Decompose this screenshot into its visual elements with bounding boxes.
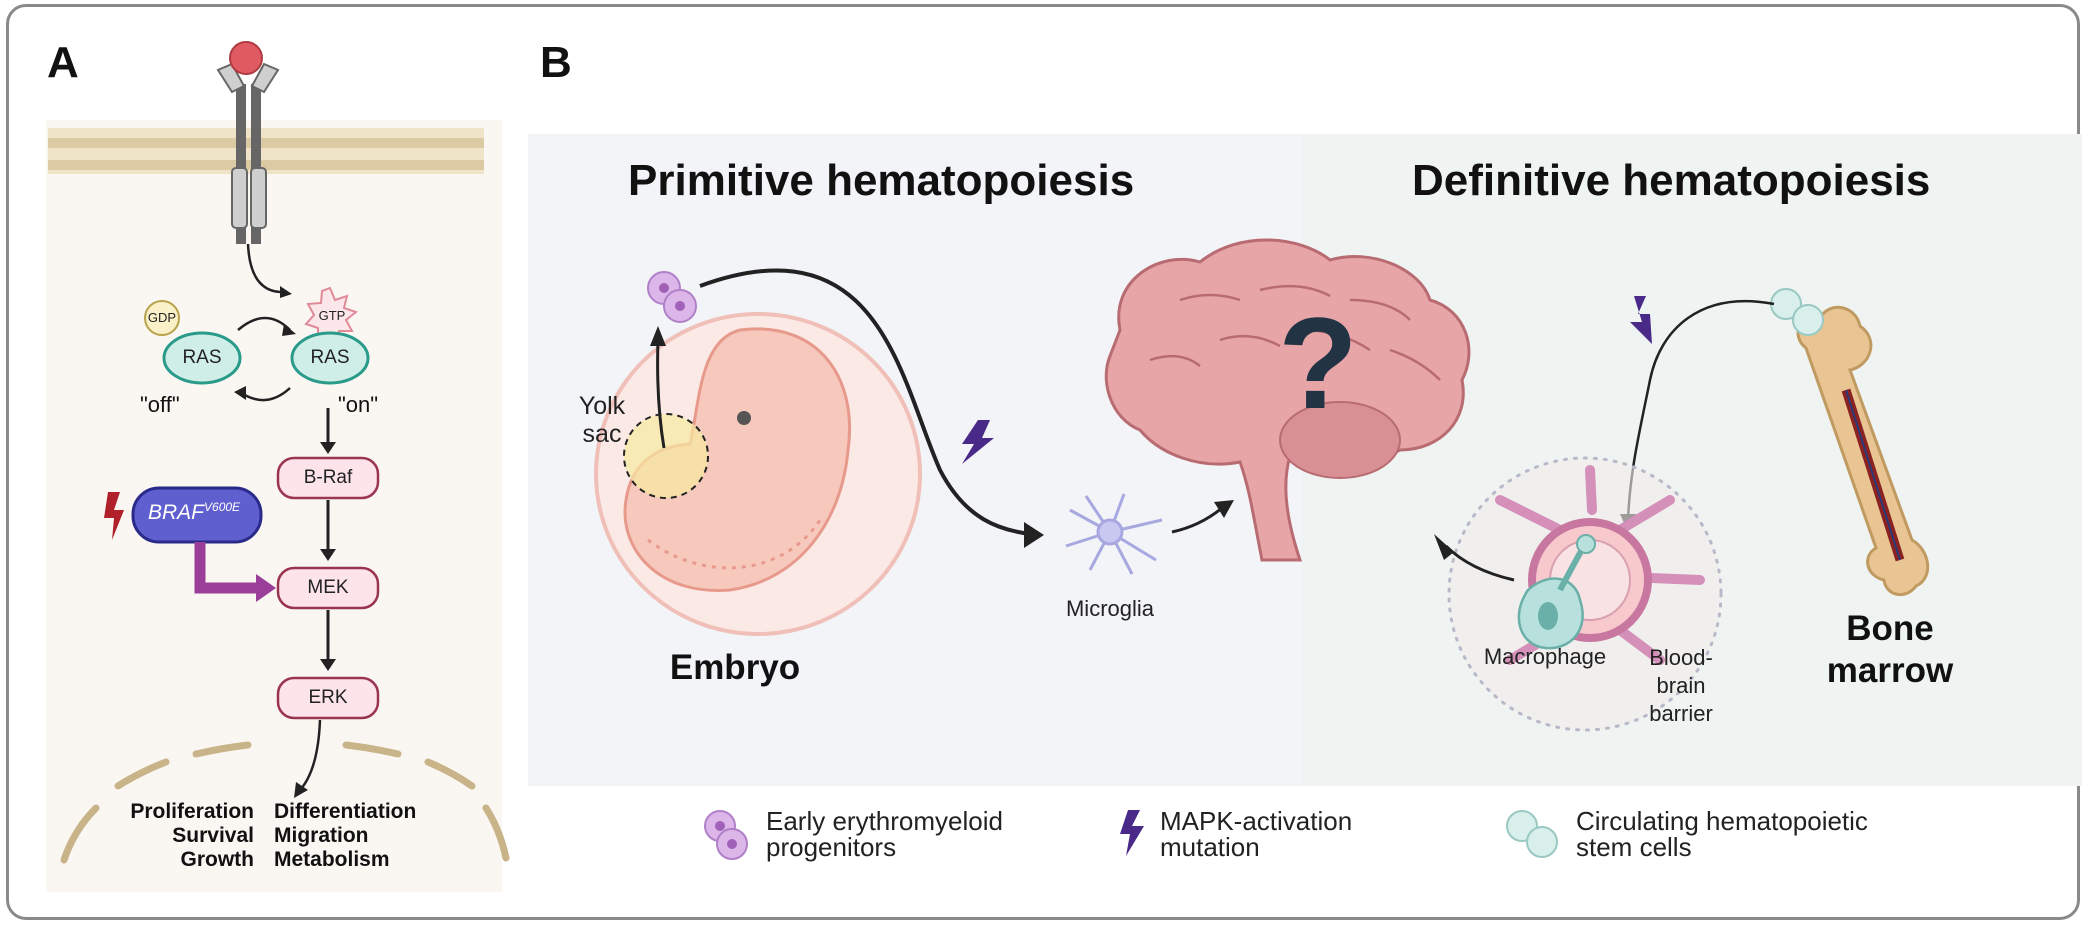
bbb-label-line-2: brain [1656,673,1706,698]
bbb-label-line-3: barrier [1649,701,1713,726]
braf-v600e-main: BRAF [148,501,205,524]
outcome-proliferation: Proliferation [130,800,254,823]
panel-a-letter: A [47,38,79,87]
lightning-bolt-icon [962,420,994,464]
mek-label: MEK [307,577,349,598]
outcome-migration: Migration [274,824,369,847]
legend-item-mapk: MAPK-activation mutation [1160,808,1352,860]
mek-node [276,566,380,610]
legend-hsc-line-2: stem cells [1576,832,1692,862]
braf-v600e-mek-arrow [194,542,258,594]
off-label: "off" [140,392,180,417]
microglia-to-brain-arrow [1171,506,1223,534]
braf-label: B-Raf [303,467,353,488]
outcome-survival: Survival [172,824,254,847]
embryo-label: Embryo [669,648,801,687]
yolk-sac-label-line-2: sac [582,420,622,448]
erk-nucleus-arrow [299,719,322,791]
lightning-bolt-icon [104,492,124,540]
erythromyeloid-progenitor-cell [647,271,697,323]
braf-v600e-label: BRAFV600E [148,500,240,525]
yolk-sac-icon [623,413,709,499]
gdp-label: GDP [147,310,177,325]
cell-membrane [48,128,484,174]
outcomes-left: Proliferation Survival Growth [100,800,254,872]
yolk-sac-label: Yolk sac [562,392,642,448]
erk-label: ERK [308,687,348,708]
outcome-growth: Growth [180,848,255,871]
ras-on-label: RAS [310,347,350,368]
legend-mapk-line-1: MAPK-activation [1160,806,1353,836]
question-mark: ? [1278,290,1357,436]
bone-marrow-label-line-2: marrow [1826,651,1954,690]
erythromyeloid-progenitor-icon [704,810,748,860]
bbb-label: Blood- brain barrier [1636,644,1726,728]
legend-hsc-line-1: Circulating hematopoietic [1576,806,1868,836]
outcome-differentiation: Differentiation [274,800,417,823]
receptor-signal-arrow [246,243,281,294]
outcome-metabolism: Metabolism [274,848,390,871]
legend-emp-line-2: progenitors [766,832,897,862]
legend-emp-line-1: Early erythromyeloid [766,806,1003,836]
bbb-label-line-1: Blood- [1649,645,1713,670]
primitive-hematopoiesis-title: Primitive hematopoiesis [628,156,1135,205]
emp-to-microglia-arrow [699,268,1031,536]
yolk-sac-label-line-1: Yolk [578,392,626,420]
braf-node [276,456,380,500]
macrophage-icon [1517,534,1596,650]
braf-v600e-superscript: V600E [204,500,241,514]
bone-marrow-label: Bone marrow [1810,608,1970,692]
on-label: "on" [338,392,379,417]
ras-off-label: RAS [182,347,222,368]
definitive-hematopoiesis-title: Definitive hematopoiesis [1412,156,1931,205]
ras-off-node [162,331,242,385]
panel-b-letter: B [540,38,572,87]
microglia-label: Microglia [1065,596,1155,621]
yolk-sac-to-emp-arrow [656,339,666,449]
bone-marrow-label-line-1: Bone [1846,609,1934,648]
legend-item-hsc: Circulating hematopoietic stem cells [1576,808,1868,860]
ras-on-node [290,331,370,385]
lightning-bolt-icon [1120,810,1144,856]
gdp-icon [144,300,180,336]
gtp-label: GTP [318,308,346,323]
receptor-icon [216,41,280,244]
macrophage-label: Macrophage [1483,644,1607,669]
erk-node [276,676,380,720]
nuclear-envelope [60,741,510,864]
microglia-icon [1065,493,1163,575]
hematopoietic-stem-cell-icon [1506,810,1558,858]
legend-mapk-line-2: mutation [1160,832,1260,862]
legend-item-emp: Early erythromyeloid progenitors [766,808,1003,860]
panel-a-diagram [46,41,510,892]
brain-icon [1104,238,1471,562]
outcomes-right: Differentiation Migration Metabolism [274,800,454,872]
lightning-bolt-icon [1630,296,1652,344]
